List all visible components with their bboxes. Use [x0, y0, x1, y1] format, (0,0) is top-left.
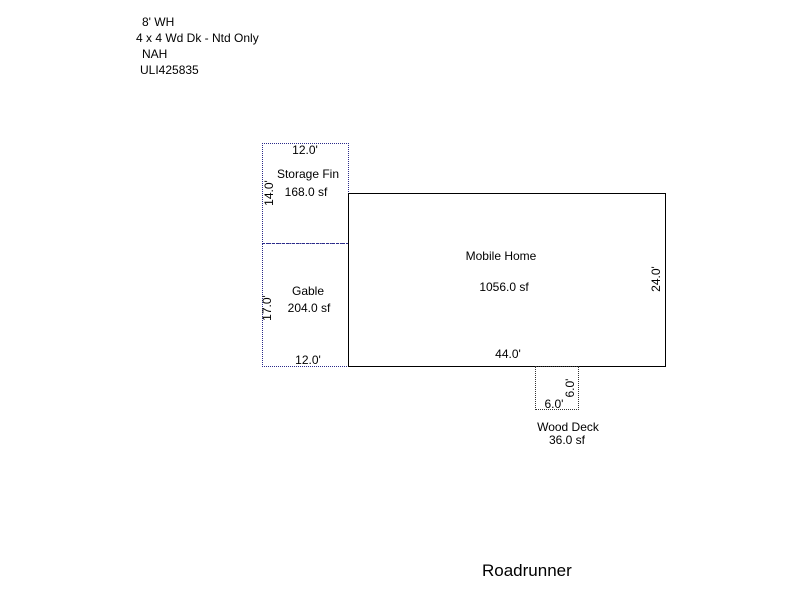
gable-name: Gable — [291, 284, 325, 298]
wood-deck-height-label: 6.0' — [563, 378, 577, 398]
mobile-home-area-label: 1056.0 sf — [479, 280, 529, 294]
wood-deck-width-label: 6.0' — [544, 397, 564, 411]
mobile-home-area — [348, 193, 666, 367]
wood-deck-area — [535, 366, 579, 410]
note-deck-type: 4 x 4 Wd Dk - Ntd Only — [136, 31, 259, 45]
note-uli: ULI425835 — [140, 63, 199, 77]
mobile-home-width-label: 44.0' — [495, 347, 521, 361]
wood-deck-area-label: 36.0 sf — [548, 433, 586, 447]
footer-label: Roadrunner — [482, 561, 572, 580]
mobile-home-name: Mobile Home — [465, 249, 537, 263]
storage-name: Storage Fin — [276, 167, 340, 181]
wood-deck-name: Wood Deck — [537, 420, 599, 434]
mobile-home-height-label: 24.0' — [649, 266, 663, 292]
note-wh: 8' WH — [142, 15, 175, 29]
storage-area-label: 168.0 sf — [284, 185, 328, 199]
storage-width-label: 12.0' — [292, 143, 318, 157]
note-nah: NAH — [142, 47, 168, 61]
gable-width-label: 12.0' — [295, 353, 321, 367]
gable-area-label: 204.0 sf — [287, 301, 331, 315]
